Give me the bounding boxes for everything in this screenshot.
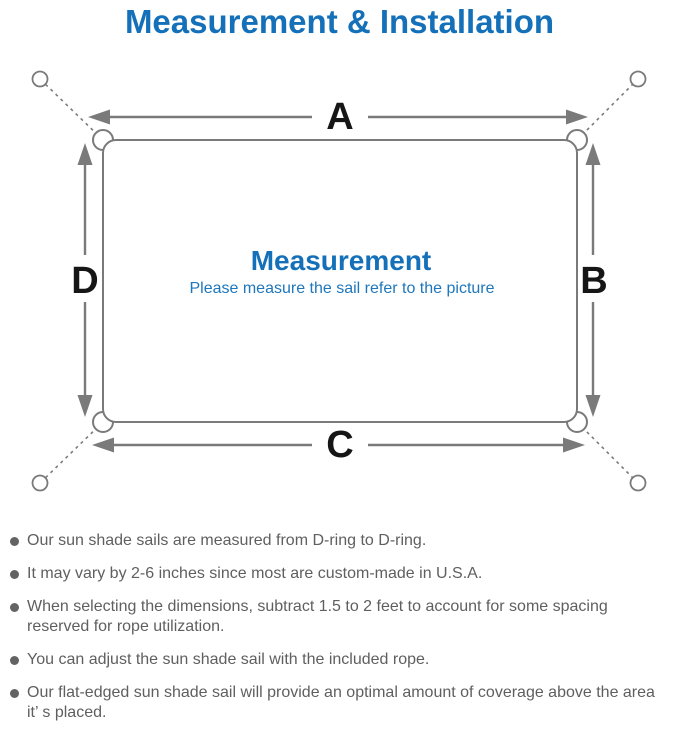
anchor-point-bottom-right	[629, 474, 647, 492]
note-text: Our sun shade sails are measured from D-…	[27, 532, 427, 549]
side-label-a: A	[326, 96, 353, 138]
bullet-icon	[10, 656, 19, 665]
side-label-c: C	[326, 424, 353, 466]
arrow-d-head-up	[77, 143, 93, 165]
diagram-heading: Measurement	[251, 245, 432, 276]
arrow-a-head-right	[566, 109, 588, 125]
list-item: Our sun shade sails are measured from D-…	[10, 531, 668, 551]
bullet-icon	[10, 570, 19, 579]
rope-dashed-top-right	[576, 78, 639, 141]
anchor-point-bottom-left	[31, 474, 49, 492]
note-text: Our flat-edged sun shade sail will provi…	[27, 684, 655, 721]
note-text: You can adjust the sun shade sail with t…	[27, 651, 430, 668]
note-text: When selecting the dimensions, subtract …	[27, 598, 608, 635]
bullet-icon	[10, 689, 19, 698]
rope-dashed-top-left	[39, 78, 104, 141]
list-item: It may vary by 2-6 inches since most are…	[10, 564, 668, 584]
arrow-c-head-left	[92, 437, 114, 453]
note-text: It may vary by 2-6 inches since most are…	[27, 565, 483, 582]
rope-dashed-bottom-right	[576, 421, 639, 484]
arrow-b-head-down	[585, 395, 601, 417]
rope-dashed-bottom-left	[39, 421, 104, 484]
sail-outline	[102, 139, 578, 423]
side-label-b: B	[580, 260, 607, 302]
side-label-d: D	[71, 260, 98, 302]
list-item: Our flat-edged sun shade sail will provi…	[10, 683, 668, 723]
diagram-subheading: Please measure the sail refer to the pic…	[189, 280, 494, 297]
bullet-icon	[10, 537, 19, 546]
arrow-d-head-down	[77, 395, 93, 417]
arrow-b-head-up	[585, 143, 601, 165]
list-item: You can adjust the sun shade sail with t…	[10, 650, 668, 670]
arrow-c-head-right	[563, 437, 585, 453]
arrow-a-head-left	[88, 109, 110, 125]
measurement-diagram: A B C D Measurement Please measure the s…	[31, 70, 647, 492]
anchor-point-top-right	[629, 70, 647, 88]
anchor-point-top-left	[31, 70, 49, 88]
list-item: When selecting the dimensions, subtract …	[10, 597, 668, 637]
notes-list: Our sun shade sails are measured from D-…	[10, 531, 668, 736]
page-title: Measurement & Installation	[124, 3, 555, 40]
bullet-icon	[10, 603, 19, 612]
